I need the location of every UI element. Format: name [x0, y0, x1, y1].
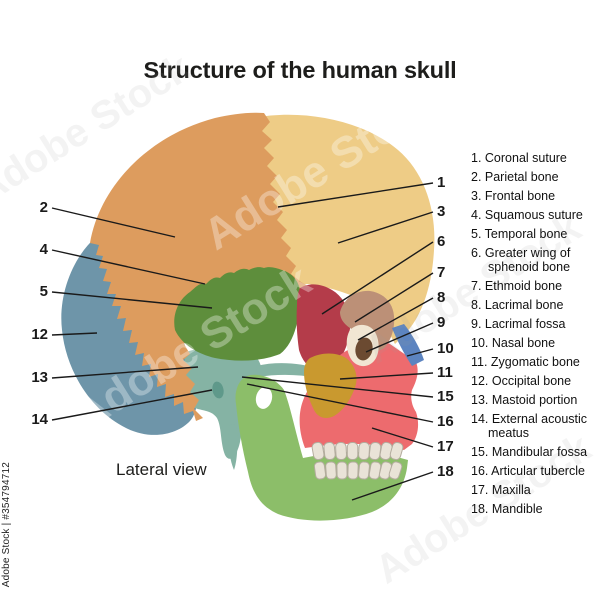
region-frontal-bone: [245, 114, 435, 344]
legend-item-6: 6. Greater wing of sphenoid bone: [471, 246, 571, 274]
callout-line-12: [51, 332, 98, 336]
callout-line-18: [351, 471, 434, 501]
callout-line-1: [277, 182, 434, 208]
callout-number-16: 16: [437, 413, 454, 430]
callout-line-15: [241, 376, 434, 398]
legend-item-3: 3. Frontal bone: [471, 189, 556, 203]
callout-number-9: 9: [437, 314, 445, 331]
callout-number-5: 5: [40, 283, 48, 300]
callout-line-17: [371, 427, 434, 448]
legend-item-18: 18. Mandible: [471, 502, 543, 516]
callout-line-16: [246, 383, 434, 423]
page-title: Structure of the human skull: [143, 57, 457, 83]
region-sphenoid-wing: [296, 284, 351, 371]
region-lacrimal-fossa: [355, 337, 373, 361]
legend-item-17: 17. Maxilla: [471, 483, 531, 497]
callout-number-10: 10: [437, 340, 454, 357]
callout-line-11: [339, 372, 434, 380]
callout-line-13: [51, 366, 199, 379]
legend-item-11: 11. Zygomatic bone: [471, 355, 580, 369]
callout-number-1: 1: [437, 174, 445, 191]
callout-number-2: 2: [40, 199, 48, 216]
callout-number-18: 18: [437, 463, 454, 480]
stock-id-watermark: Adobe Stock | #354794712: [1, 461, 12, 587]
legend-item-9: 9. Lacrimal fossa: [471, 317, 566, 331]
callout-number-3: 3: [437, 203, 445, 220]
styloid-process: [228, 424, 238, 470]
legend-item-5: 5. Temporal bone: [471, 227, 568, 241]
legend-item-14: 14. External acoustic meatus: [471, 412, 588, 440]
legend-item-16: 16. Articular tubercle: [471, 464, 585, 478]
callout-number-4: 4: [40, 241, 49, 258]
callout-number-14: 14: [31, 411, 48, 428]
callout-line-8: [357, 297, 434, 341]
callout-line-9: [365, 322, 434, 353]
view-caption: Lateral view: [116, 460, 207, 479]
callout-number-6: 6: [437, 233, 445, 250]
callout-line-4: [51, 249, 206, 285]
region-mandible: [235, 374, 408, 521]
callout-line-14: [51, 389, 213, 421]
legend-item-13: 13. Mastoid portion: [471, 393, 578, 407]
callout-number-8: 8: [437, 289, 445, 306]
teeth: [311, 441, 404, 480]
region-occipital-bone: [61, 237, 197, 435]
region-temporal-squama: [174, 267, 301, 361]
legend-item-7: 7. Ethmoid bone: [471, 279, 563, 293]
legend-item-1: 1. Coronal suture: [471, 151, 567, 165]
zygomatic-process-strip: [256, 363, 320, 378]
callout-number-15: 15: [437, 388, 454, 405]
callout-line-6: [321, 241, 434, 315]
callout-number-13: 13: [31, 369, 48, 386]
callout-number-11: 11: [437, 364, 453, 381]
mandibular-notch: [255, 387, 273, 409]
region-parietal-bone: [90, 112, 308, 421]
callout-line-7: [354, 272, 434, 323]
callout-number-17: 17: [437, 438, 454, 455]
callout-line-3: [337, 211, 434, 244]
callout-number-12: 12: [31, 326, 48, 343]
region-nasal-bone: [392, 324, 424, 366]
legend-item-4: 4. Squamous suture: [471, 208, 583, 222]
region-acoustic-meatus: [212, 381, 224, 399]
legend-item-2: 2. Parietal bone: [471, 170, 559, 184]
callout-line-5: [51, 291, 213, 309]
callout-line-10: [406, 348, 434, 357]
legend-list: 1. Coronal suture 2. Parietal bone 3. Fron…: [471, 151, 600, 521]
callout-line-2: [51, 207, 176, 238]
legend-item-12: 12. Occipital bone: [471, 374, 572, 388]
legend-item-15: 15. Mandibular fossa: [471, 445, 588, 459]
legend-item-8: 8. Lacrimal bone: [471, 298, 564, 312]
legend-item-10: 10. Nasal bone: [471, 336, 556, 350]
callout-number-7: 7: [437, 264, 445, 281]
